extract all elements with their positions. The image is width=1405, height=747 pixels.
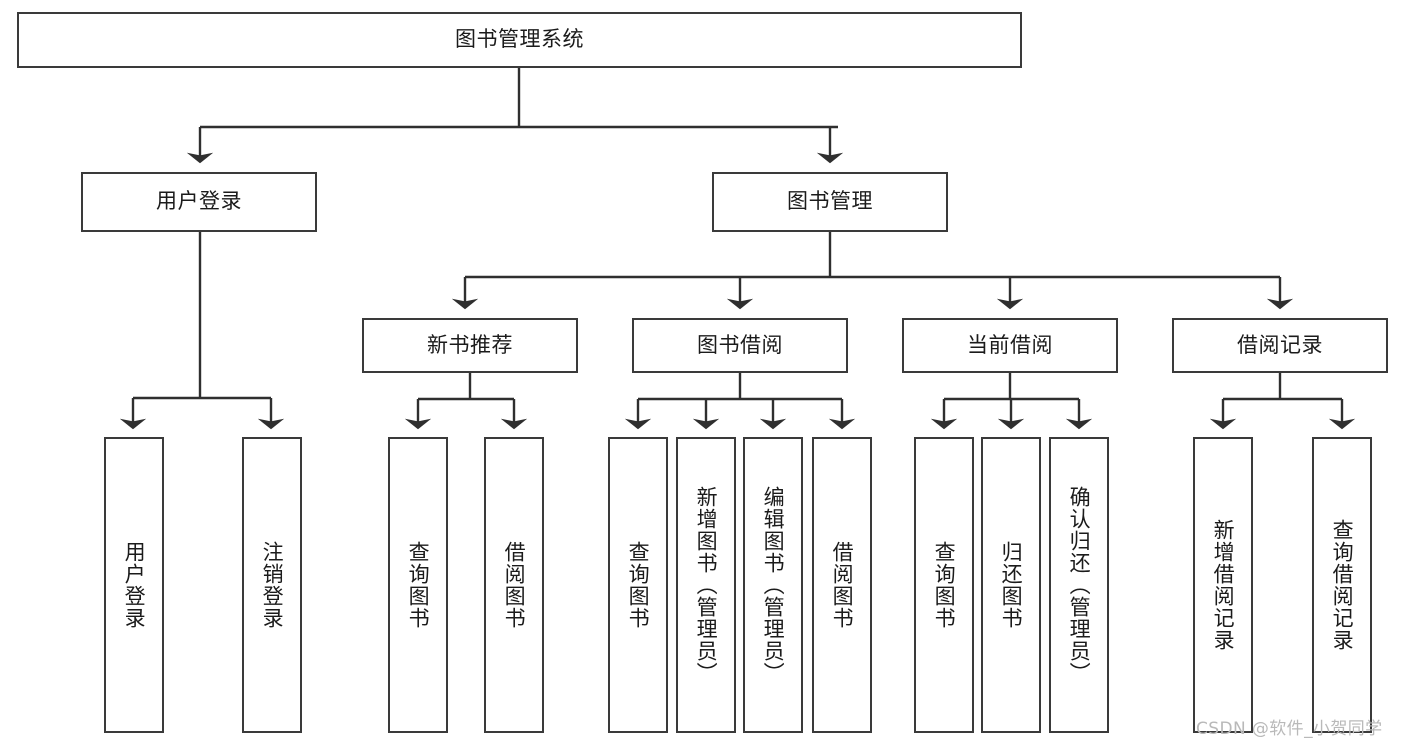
leaf-current-return-book[interactable]: 归还图书 — [981, 437, 1041, 733]
node-borrow-record[interactable]: 借阅记录 — [1172, 318, 1388, 373]
leaf-borrow-borrow-book[interactable]: 借阅图书 — [812, 437, 872, 733]
leaf-borrow-add-book[interactable]: 新增图书（管理员） — [676, 437, 736, 733]
node-root[interactable]: 图书管理系统 — [17, 12, 1022, 68]
leaf-label: 归还图书 — [999, 541, 1024, 629]
leaf-current-query-book[interactable]: 查询图书 — [914, 437, 974, 733]
node-borrow-record-label: 借阅记录 — [1237, 332, 1323, 357]
leaf-label: 新增图书（管理员） — [694, 486, 719, 684]
leaf-recommend-borrow-book[interactable]: 借阅图书 — [484, 437, 544, 733]
leaf-label: 新增借阅记录 — [1211, 519, 1236, 651]
node-root-label: 图书管理系统 — [455, 27, 584, 52]
leaf-user-login-logout[interactable]: 注销登录 — [242, 437, 302, 733]
leaf-label: 查询图书 — [406, 541, 431, 629]
leaf-recommend-query-book[interactable]: 查询图书 — [388, 437, 448, 733]
leaf-label: 查询图书 — [626, 541, 651, 629]
leaf-label: 确认归还（管理员） — [1067, 486, 1092, 684]
node-book-management-label: 图书管理 — [787, 189, 873, 214]
leaf-label: 用户登录 — [122, 541, 147, 629]
leaf-label: 查询图书 — [932, 541, 957, 629]
leaf-borrow-query-book[interactable]: 查询图书 — [608, 437, 668, 733]
leaf-user-login-login[interactable]: 用户登录 — [104, 437, 164, 733]
leaf-label: 编辑图书（管理员） — [761, 486, 786, 684]
leaf-label: 注销登录 — [260, 541, 285, 629]
node-book-borrow-label: 图书借阅 — [697, 332, 783, 357]
leaf-borrow-edit-book[interactable]: 编辑图书（管理员） — [743, 437, 803, 733]
node-new-book-recommend-label: 新书推荐 — [427, 332, 513, 357]
leaf-record-query-record[interactable]: 查询借阅记录 — [1312, 437, 1372, 733]
leaf-current-confirm-return[interactable]: 确认归还（管理员） — [1049, 437, 1109, 733]
node-book-borrow[interactable]: 图书借阅 — [632, 318, 848, 373]
node-user-login-label: 用户登录 — [156, 189, 242, 214]
leaf-label: 借阅图书 — [502, 541, 527, 629]
node-user-login[interactable]: 用户登录 — [81, 172, 317, 232]
leaf-record-add-record[interactable]: 新增借阅记录 — [1193, 437, 1253, 733]
node-current-borrow[interactable]: 当前借阅 — [902, 318, 1118, 373]
leaf-label: 查询借阅记录 — [1330, 519, 1355, 651]
node-new-book-recommend[interactable]: 新书推荐 — [362, 318, 578, 373]
node-book-management[interactable]: 图书管理 — [712, 172, 948, 232]
leaf-label: 借阅图书 — [830, 541, 855, 629]
node-current-borrow-label: 当前借阅 — [967, 332, 1053, 357]
